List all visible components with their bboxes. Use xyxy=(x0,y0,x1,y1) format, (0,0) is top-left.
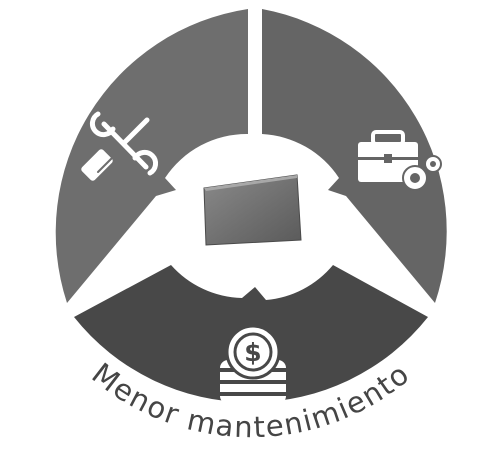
toolbox-gear-icon xyxy=(358,130,442,191)
coins-dollar-icon: $ xyxy=(220,324,286,404)
tools-icon xyxy=(81,111,159,181)
segment-accessories xyxy=(262,9,447,303)
svg-text:$: $ xyxy=(244,338,261,367)
display-panel-icon xyxy=(203,174,302,246)
